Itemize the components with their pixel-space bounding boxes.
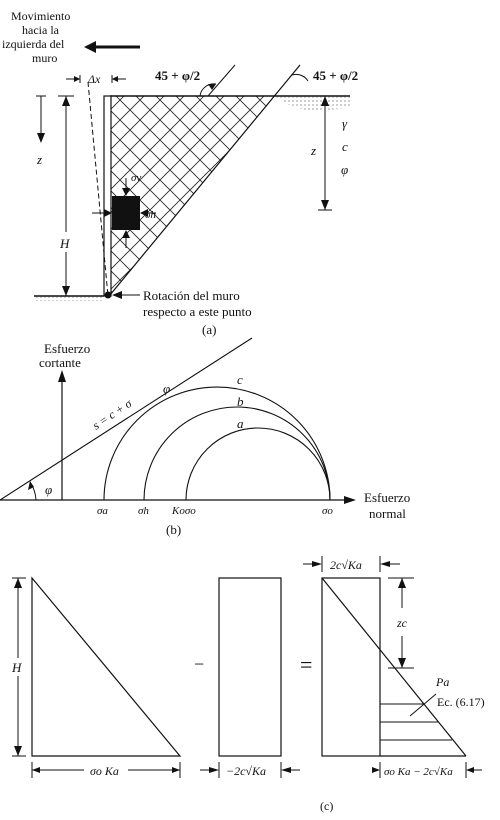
Ko-sigma-o-label: Koσo: [171, 505, 196, 517]
phi-top-label: φ: [163, 381, 170, 396]
sigma-h-label: σh: [145, 209, 156, 221]
envelope-label: s = c + σ: [90, 396, 135, 433]
base-label-3: σo Ka − 2c√Ka: [384, 766, 453, 778]
base-label-1: σo Ka: [90, 764, 119, 778]
dx-marker: [66, 75, 126, 83]
z-arrow-right: [318, 96, 332, 211]
H-c-label: H: [11, 660, 22, 675]
gamma-label: γ: [342, 116, 348, 131]
base-dim-3: [372, 762, 482, 778]
circle-a-label: a: [237, 416, 244, 431]
y-axis-label-2: cortante: [39, 355, 81, 370]
angle-label-2: 45 + φ/2: [313, 68, 358, 83]
phi-label: φ: [341, 162, 348, 177]
x-axis-label-1: Esfuerzo: [364, 490, 410, 505]
rotation-line-1: Rotación del muro: [143, 288, 240, 303]
z-right-label: z: [310, 143, 316, 158]
top-dim-3: [303, 556, 400, 572]
base-dim-1: [31, 762, 181, 778]
z-arrow-left: [36, 95, 46, 143]
cohesion-rectangle: [218, 577, 282, 757]
base-dim-2: [200, 762, 300, 778]
dx-label: Δx: [87, 72, 101, 86]
failure-envelope: [0, 337, 253, 501]
x-axis-label-2: normal: [369, 506, 406, 521]
H-dimension-c: [12, 577, 26, 757]
base-label-2: −2c√Ka: [226, 764, 266, 778]
sigma-h-arrows: [92, 209, 156, 217]
sigma-v-arrows: [122, 178, 130, 248]
z-left-label: z: [36, 152, 42, 167]
angle-label-1: 45 + φ/2: [155, 68, 200, 83]
svg-text:Esfuerzo cortante: Esfuerzo cortante: [39, 341, 93, 370]
svg-text:Esfuerzo normal: Esfuerzo normal: [364, 490, 413, 521]
active-pressure-triangle: [31, 576, 182, 757]
rotated-wall-position: [87, 81, 109, 297]
mohr-circle-b: [143, 406, 331, 501]
movement-line-2: hacia la: [22, 23, 60, 37]
zc-label: zc: [396, 616, 408, 630]
Pa-label: Pa: [435, 675, 449, 689]
result-diagonal: [321, 577, 467, 757]
zc-dimension: [388, 577, 414, 669]
H-dimension: [58, 95, 74, 296]
movement-line-3: izquierda del: [2, 37, 65, 51]
failure-plane: [109, 64, 301, 296]
eq-ref-label: Ec. (6.17): [437, 695, 485, 709]
panel-c: H σo Ka − −2c√Ka =: [11, 556, 485, 813]
mohr-circle-c: [103, 386, 331, 501]
caption-c: (c): [320, 799, 333, 813]
soil-element: [112, 196, 140, 230]
movement-line-1: Movimiento: [11, 9, 70, 23]
svg-text:Movimiento hacia la: Movimiento hacia la izquierda del muro: [2, 9, 73, 65]
c-label: c: [342, 139, 348, 154]
Pa-hatch-lines: [380, 703, 452, 741]
mohr-circle-a: [185, 427, 331, 501]
backfill-stipple: [275, 96, 350, 111]
y-axis-label-1: Esfuerzo: [44, 341, 90, 356]
H-label: H: [59, 236, 70, 251]
result-rectangle: [321, 577, 381, 757]
circle-b-label: b: [237, 394, 244, 409]
caption-a: (a): [202, 322, 216, 337]
top-label-3: 2c√Ka: [330, 558, 362, 572]
sigma-a-label: σa: [97, 505, 108, 517]
sigma-h-b-label: σh: [138, 505, 149, 517]
rotation-point: [104, 291, 112, 299]
sigma-v-label: σv: [131, 172, 141, 184]
rotation-line-2: respecto a este punto: [143, 304, 252, 319]
svg-text:Rotación del muro respec: Rotación del muro respecto a este punto: [143, 288, 252, 319]
movement-arrow: [84, 41, 140, 53]
circle-c-label: c: [237, 372, 243, 387]
slip-line: [207, 64, 236, 97]
caption-b: (b): [166, 522, 181, 537]
panel-b: Esfuerzo cortante Esfuerzo normal s = c …: [0, 337, 413, 537]
sigma-o-label: σo: [322, 505, 333, 517]
panel-a: Movimiento hacia la izquierda del muro Δ…: [2, 9, 358, 337]
movement-line-4: muro: [32, 51, 57, 65]
phi-angle-label: φ: [45, 482, 52, 497]
equals-sign: =: [300, 652, 312, 677]
minus-sign: −: [194, 654, 204, 674]
